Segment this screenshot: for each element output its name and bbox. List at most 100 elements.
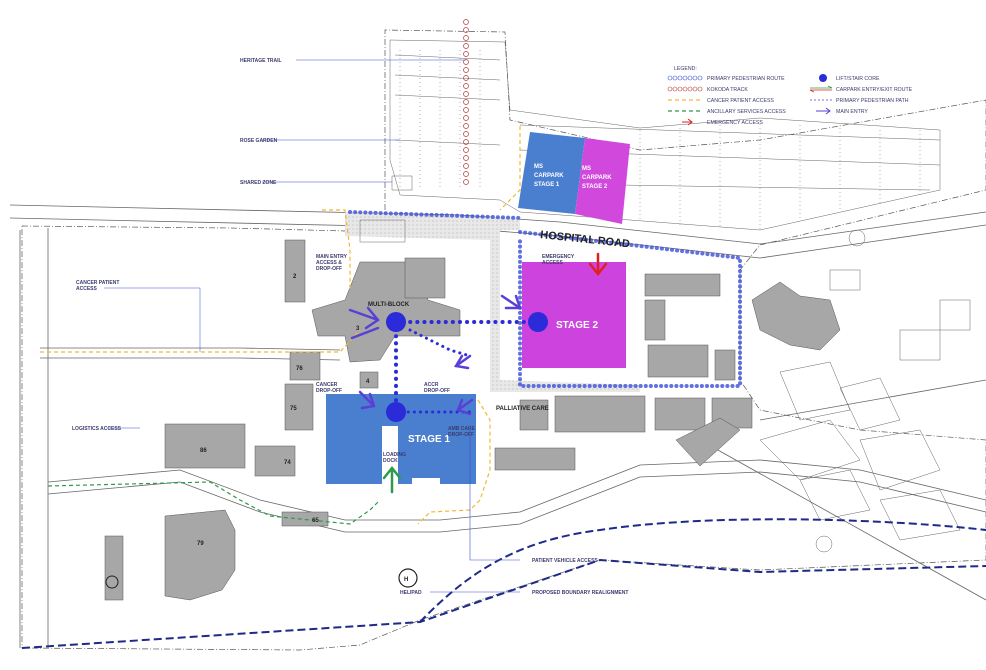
north-carpark [389,39,941,231]
multi-block-label: MULTI-BLOCK [368,302,410,308]
accr-dropoff-line: ACCR [424,382,439,388]
main-entry-label: MAIN ENTRY ACCESS & DROP-OFF [316,254,348,272]
existing-buildings [104,239,841,601]
helipad-circle [398,568,418,588]
cancer-dropoff-line: DROP-OFF [316,388,342,394]
helipad-circle-secondary [105,575,119,589]
ms-carpark-stage2-line: CARPARK [582,175,612,181]
proposed-boundary-label: PROPOSED BOUNDARY REALIGNMENT [532,590,628,596]
label-leader-lines [104,59,520,593]
cancer-patient-access-line: ACCESS [76,286,98,292]
accr-dropoff-line: DROP-OFF [424,388,450,394]
ms-carpark-stage2-line: STAGE 2 [582,184,608,190]
blue-circles-icon [667,75,703,81]
amb-care-dropoff-label: AMB CARE DROP-OFF [448,426,476,438]
ms-carpark-stage2-label: MS CARPARK STAGE 2 [582,166,613,190]
main-entry-line: MAIN ENTRY [316,254,348,260]
building-75-label: 75 [290,406,297,412]
cancer-patient-access-line: CANCER PATIENT [76,280,119,286]
legend-item-main-entry: MAIN ENTRY [816,107,868,115]
primary-pedestrian-path [394,320,540,414]
stage2-label: STAGE 2 [556,320,598,331]
legend-label: ANCILLARY SERVICES ACCESS [707,109,786,115]
legend-item-lift-stair-core: LIFT/STAIR CORE [819,74,880,82]
patient-vehicle-access-label: PATIENT VEHICLE ACCESS [532,558,598,564]
ms-carpark-stage1 [518,132,585,214]
stage1-label: STAGE 1 [408,434,450,445]
legend-item-primary-pedestrian-path: PRIMARY PEDESTRIAN PATH [810,98,909,104]
legend-label: PRIMARY PEDESTRIAN PATH [836,98,909,104]
building-3-label: 3 [356,326,360,332]
stage1-building [326,394,476,484]
legend-item-kokoda-track: KOKODA TRACK [667,86,748,93]
purple-arrow-icon [816,107,831,115]
legend-label: CARPARK ENTRY/EXIT ROUTE [836,87,913,93]
shared-zone-label: SHARED ZONE [240,180,277,186]
red-arrow-icon [682,118,693,126]
cancer-dropoff-label: CANCER DROP-OFF [316,382,342,394]
map-legend: LEGEND: PRIMARY PEDESTRIAN ROUTE KOKODA … [667,66,913,126]
legend-item-ancillary-services-access: ANCILLARY SERVICES ACCESS [668,109,786,115]
helipad-symbol: H [404,577,408,583]
legend-title: LEGEND: [674,66,697,72]
amb-care-dropoff-line: AMB CARE [448,426,476,432]
building-86-label: 86 [200,448,207,454]
red-circles-icon [667,86,703,92]
hospital-road-label: HOSPITAL ROAD [540,229,631,250]
lift-core-multiblock [386,312,406,332]
proposed-boundary-curve [419,518,986,623]
building-numbers: 2 3 4 76 75 74 86 79 65 [197,274,370,547]
cancer-dropoff-line: CANCER [316,382,338,388]
legend-item-carpark-entry-exit-route: CARPARK ENTRY/EXIT ROUTE [809,85,913,93]
cancer-patient-access [40,126,521,525]
shared-zone-paving [345,212,640,392]
ms-carpark-stage1-line: MS [534,164,543,170]
loading-dock-line: DOCK [383,458,398,464]
lift-core-stage2 [528,312,548,332]
helipad-label: HELIPAD [400,590,422,596]
ms-carpark-stage1-line: CARPARK [534,173,564,179]
building-79-label: 79 [197,541,204,547]
legend-label: KOKODA TRACK [707,87,748,93]
legend-label: EMERGENCY ACCESS [707,120,763,126]
legend-item-emergency-access: EMERGENCY ACCESS [682,118,763,126]
ms-carpark-stage2 [575,138,630,224]
patient-vehicle-leader [469,430,520,561]
cancer-patient-access-label: CANCER PATIENT ACCESS [76,280,121,292]
legend-label: CANCER PATIENT ACCESS [707,98,774,104]
legend-item-cancer-patient-access: CANCER PATIENT ACCESS [668,98,774,104]
legend-label: MAIN ENTRY [836,109,868,115]
building-76-label: 76 [296,366,303,372]
main-entry-line: ACCESS & [316,260,342,266]
logistics-access-label: LOGISTICS ACCESS [72,426,122,432]
building-2-label: 2 [293,274,297,280]
loading-dock-label: LOADING DOCK [383,452,407,464]
ms-carpark-stage1-label: MS CARPARK STAGE 1 [534,164,565,188]
loading-dock-line: LOADING [383,452,406,458]
blue-dot-icon [819,74,827,82]
ms-carpark-stage2-line: MS [582,166,591,172]
proposed-boundary-line [21,558,986,649]
main-entry-arrows [348,294,522,416]
main-entry-line: DROP-OFF [316,266,342,272]
lift-core-stage1 [386,402,406,422]
legend-label: LIFT/STAIR CORE [836,76,880,82]
emergency-access-arrow [588,252,608,277]
primary-pedestrian-route [348,210,742,388]
ms-carpark-stage1-line: STAGE 1 [534,182,560,188]
double-arrow-icon [809,85,833,93]
emergency-access-label: EMERGENCY ACCESS [542,254,576,266]
legend-label: PRIMARY PEDESTRIAN ROUTE [707,76,785,82]
outline-buildings [359,175,971,553]
building-65-label: 65 [312,518,319,524]
rose-garden-label: ROSE GARDEN [240,138,278,144]
emergency-access-line: ACCESS [542,260,564,266]
amb-care-dropoff-line: DROP-OFF [448,432,474,438]
loading-dock-arrow [382,465,402,494]
legend-item-primary-pedestrian-route: PRIMARY PEDESTRIAN ROUTE [667,75,785,82]
emergency-access-line: EMERGENCY [542,254,575,260]
ancillary-services-access [47,481,381,525]
kokoda-track [463,19,469,185]
building-4-label: 4 [366,379,370,385]
